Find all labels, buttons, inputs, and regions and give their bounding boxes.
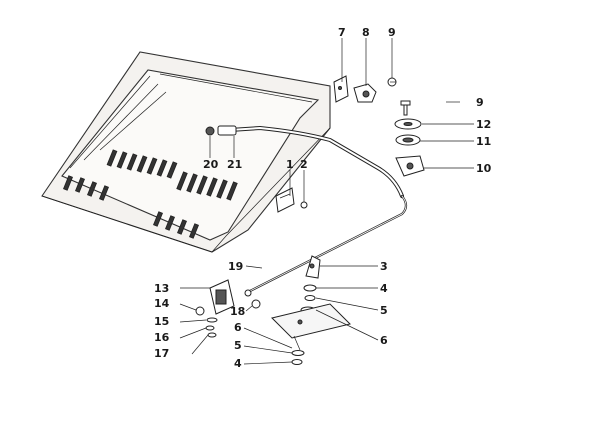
callout-9: 9 xyxy=(388,26,396,39)
callout-5a: 5 xyxy=(380,304,388,317)
release-cable xyxy=(205,125,404,198)
callout-5b: 5 xyxy=(234,339,242,352)
hinge-plate-7 xyxy=(333,75,349,103)
nut-17 xyxy=(207,332,217,338)
bolt-14 xyxy=(195,306,205,316)
washer-15 xyxy=(206,317,218,323)
callout-17: 17 xyxy=(154,347,169,360)
washer-16 xyxy=(205,325,215,331)
washer-5b xyxy=(291,350,305,356)
mounting-plate xyxy=(271,303,351,339)
support-rod xyxy=(244,194,408,297)
callout-20: 20 xyxy=(203,158,219,171)
plate-12 xyxy=(394,118,422,130)
pivot-3 xyxy=(305,255,321,279)
callout-3: 3 xyxy=(380,260,388,273)
callout-14: 14 xyxy=(154,297,170,310)
callout-9b: 9 xyxy=(476,96,484,109)
callout-21: 21 xyxy=(227,158,242,171)
callout-10: 10 xyxy=(476,162,492,175)
callout-7: 7 xyxy=(338,26,346,39)
callout-19: 19 xyxy=(228,260,243,273)
callout-15: 15 xyxy=(154,315,169,328)
washer-11 xyxy=(395,134,421,146)
callout-16: 16 xyxy=(154,331,170,344)
callout-6a: 6 xyxy=(380,334,388,347)
callout-12: 12 xyxy=(476,118,491,131)
bonnet-panel xyxy=(41,51,331,253)
washer-5a xyxy=(304,295,316,301)
louvre-slots xyxy=(63,149,238,239)
pin-9b xyxy=(400,100,411,116)
callout-6b: 6 xyxy=(234,321,242,334)
nut-4b xyxy=(291,359,303,365)
latch-base-10 xyxy=(395,155,425,177)
callout-18: 18 xyxy=(230,305,245,318)
screw-9 xyxy=(387,77,397,87)
callout-11: 11 xyxy=(476,135,491,148)
callout-4a: 4 xyxy=(380,282,388,295)
bolt-18 xyxy=(251,299,261,309)
pin-6b xyxy=(293,335,301,351)
callout-13: 13 xyxy=(154,282,169,295)
callout-1: 1 xyxy=(286,158,294,171)
callout-2: 2 xyxy=(300,158,308,171)
callout-4b: 4 xyxy=(234,357,242,370)
bracket-13 xyxy=(209,279,235,315)
screw-2 xyxy=(300,201,308,209)
callout-8: 8 xyxy=(362,26,370,39)
washer-4a xyxy=(303,284,317,292)
callout-labels: 7 8 9 9 12 11 10 20 21 1 2 19 3 4 5 6 13… xyxy=(154,26,492,370)
catch-8 xyxy=(353,83,377,103)
leader-lines xyxy=(179,38,474,365)
bracket-1 xyxy=(275,187,295,213)
